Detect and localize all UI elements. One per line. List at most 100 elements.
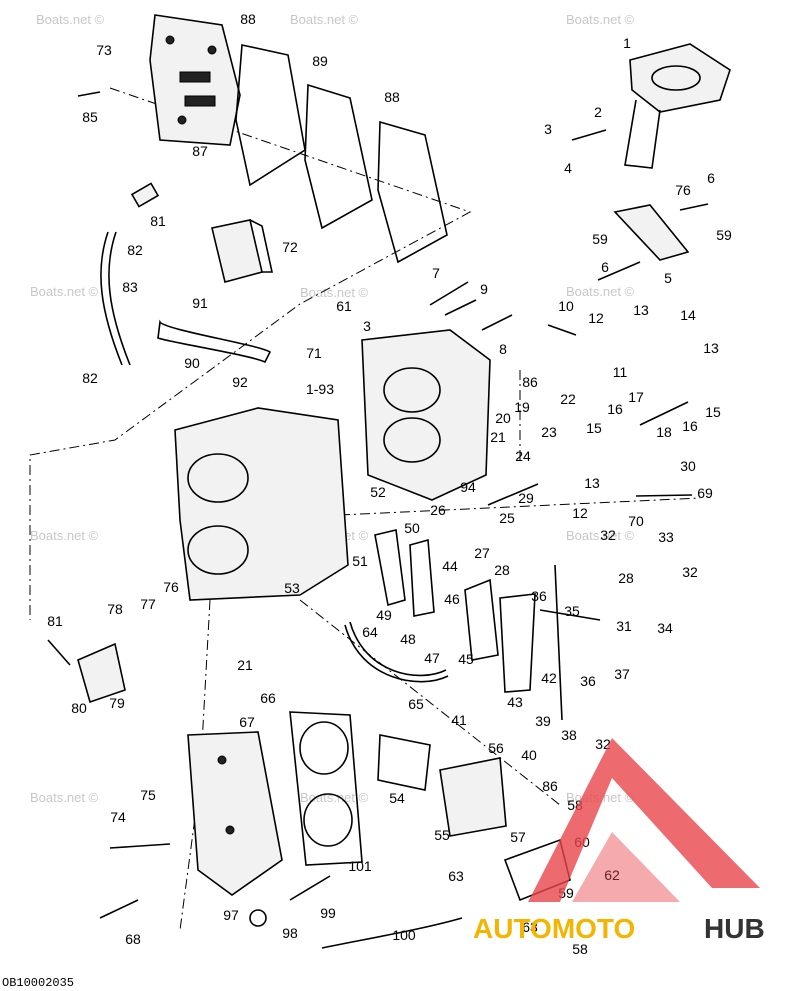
gasket-88-lower [377, 120, 448, 264]
bracket-60 [503, 838, 571, 902]
part-callout-100: 100 [392, 927, 416, 943]
part-callout-82: 82 [127, 242, 143, 258]
part-callout-80: 80 [71, 700, 87, 716]
part-callout-94: 94 [460, 479, 476, 495]
bolt-69 [635, 494, 693, 497]
part-callout-73: 73 [96, 42, 112, 58]
intake-cover-assembly [149, 14, 448, 264]
part-callout-71: 71 [306, 345, 322, 361]
bolt-9 [444, 299, 477, 316]
part-callout-59: 59 [716, 227, 732, 243]
part-callout-8: 8 [499, 341, 507, 357]
part-callout-86: 86 [522, 374, 538, 390]
part-callout-37: 37 [614, 666, 630, 682]
link-51 [374, 529, 406, 607]
part-callout-63: 63 [448, 868, 464, 884]
part-callout-89: 89 [312, 53, 328, 69]
watermark-text: Boats.net © [566, 284, 635, 299]
part-callout-6: 6 [707, 170, 715, 186]
part-callout-12: 12 [572, 505, 588, 521]
spark-plug-68 [99, 899, 139, 919]
part-callout-1-93: 1-93 [306, 381, 334, 397]
watermark-text: Boats.net © [36, 12, 105, 27]
part-callout-23: 23 [541, 424, 557, 440]
bolt-10 [547, 324, 577, 336]
part-callout-13: 13 [703, 340, 719, 356]
thermostat-cover-55 [439, 757, 507, 837]
part-callout-6: 6 [601, 259, 609, 275]
part-callout-78: 78 [107, 601, 123, 617]
bracket-1 [629, 43, 731, 113]
assembly-line [339, 497, 701, 516]
part-callout-3: 3 [363, 318, 371, 334]
bolt-hole [217, 755, 227, 765]
bolt-7 [429, 281, 469, 306]
lever-43 [499, 593, 536, 693]
part-callout-32: 32 [600, 527, 616, 543]
part-callout-46: 46 [444, 591, 460, 607]
watermark-text: Boats.net © [300, 790, 369, 805]
rod-38 [554, 564, 563, 721]
part-callout-31: 31 [616, 618, 632, 634]
lever-45 [464, 578, 499, 661]
part-callout-15: 15 [586, 420, 602, 436]
bolt-6 [679, 203, 709, 211]
part-callout-38: 38 [561, 727, 577, 743]
part-callout-13: 13 [584, 475, 600, 491]
part-callout-70: 70 [628, 513, 644, 529]
part-callout-72: 72 [282, 239, 298, 255]
cylinder-head-assembly [187, 711, 571, 902]
hose-assembly [100, 182, 272, 366]
gasket-bore [299, 721, 349, 775]
part-callout-28: 28 [618, 570, 634, 586]
part-callout-3: 3 [544, 121, 552, 137]
decal-box-side [249, 219, 273, 273]
bolt-6-lower [597, 261, 641, 281]
part-callout-15: 15 [705, 404, 721, 420]
part-callout-82: 82 [82, 370, 98, 386]
part-callout-39: 39 [535, 713, 551, 729]
part-callout-67: 67 [239, 714, 255, 730]
part-callout-40: 40 [521, 747, 537, 763]
part-callout-42: 42 [541, 670, 557, 686]
part-callout-53: 53 [284, 580, 300, 596]
watermark-text: Boats.net © [30, 790, 99, 805]
part-callout-29: 29 [518, 490, 534, 506]
bolt-hole [207, 45, 217, 55]
bolt-85 [77, 91, 101, 97]
sensor-99 [289, 875, 331, 901]
gasket-bore [303, 793, 353, 847]
part-callout-86: 86 [542, 778, 558, 794]
bracket-leg [624, 99, 661, 169]
bolt-18 [639, 401, 689, 426]
fitting-81 [130, 182, 160, 208]
hose-65-edge [349, 621, 447, 677]
part-callout-36: 36 [531, 588, 547, 604]
part-callout-13: 13 [633, 302, 649, 318]
bolt-74 [109, 843, 171, 849]
plate-5 [613, 204, 690, 261]
bolt-8 [481, 314, 513, 331]
part-callout-63: 63 [522, 919, 538, 935]
part-callout-28: 28 [494, 562, 510, 578]
bolt-25 [487, 483, 539, 506]
part-callout-49: 49 [376, 607, 392, 623]
part-callout-16: 16 [607, 401, 623, 417]
part-callout-20: 20 [495, 410, 511, 426]
part-callout-32: 32 [682, 564, 698, 580]
logo-mountain-inner-icon [572, 832, 680, 902]
watermark-text: Boats.net © [30, 284, 99, 299]
hose-65 [344, 624, 449, 683]
watermark-text: Boats.net © [290, 12, 359, 27]
gasket-88-upper [235, 44, 306, 187]
crank-bore [383, 367, 441, 413]
watermark-text: Boats.net © [300, 285, 369, 300]
part-callout-83: 83 [122, 279, 138, 295]
part-callout-85: 85 [82, 109, 98, 125]
part-callout-54: 54 [389, 790, 405, 806]
lower-left-parts [47, 639, 463, 949]
cover-79 [77, 642, 126, 704]
